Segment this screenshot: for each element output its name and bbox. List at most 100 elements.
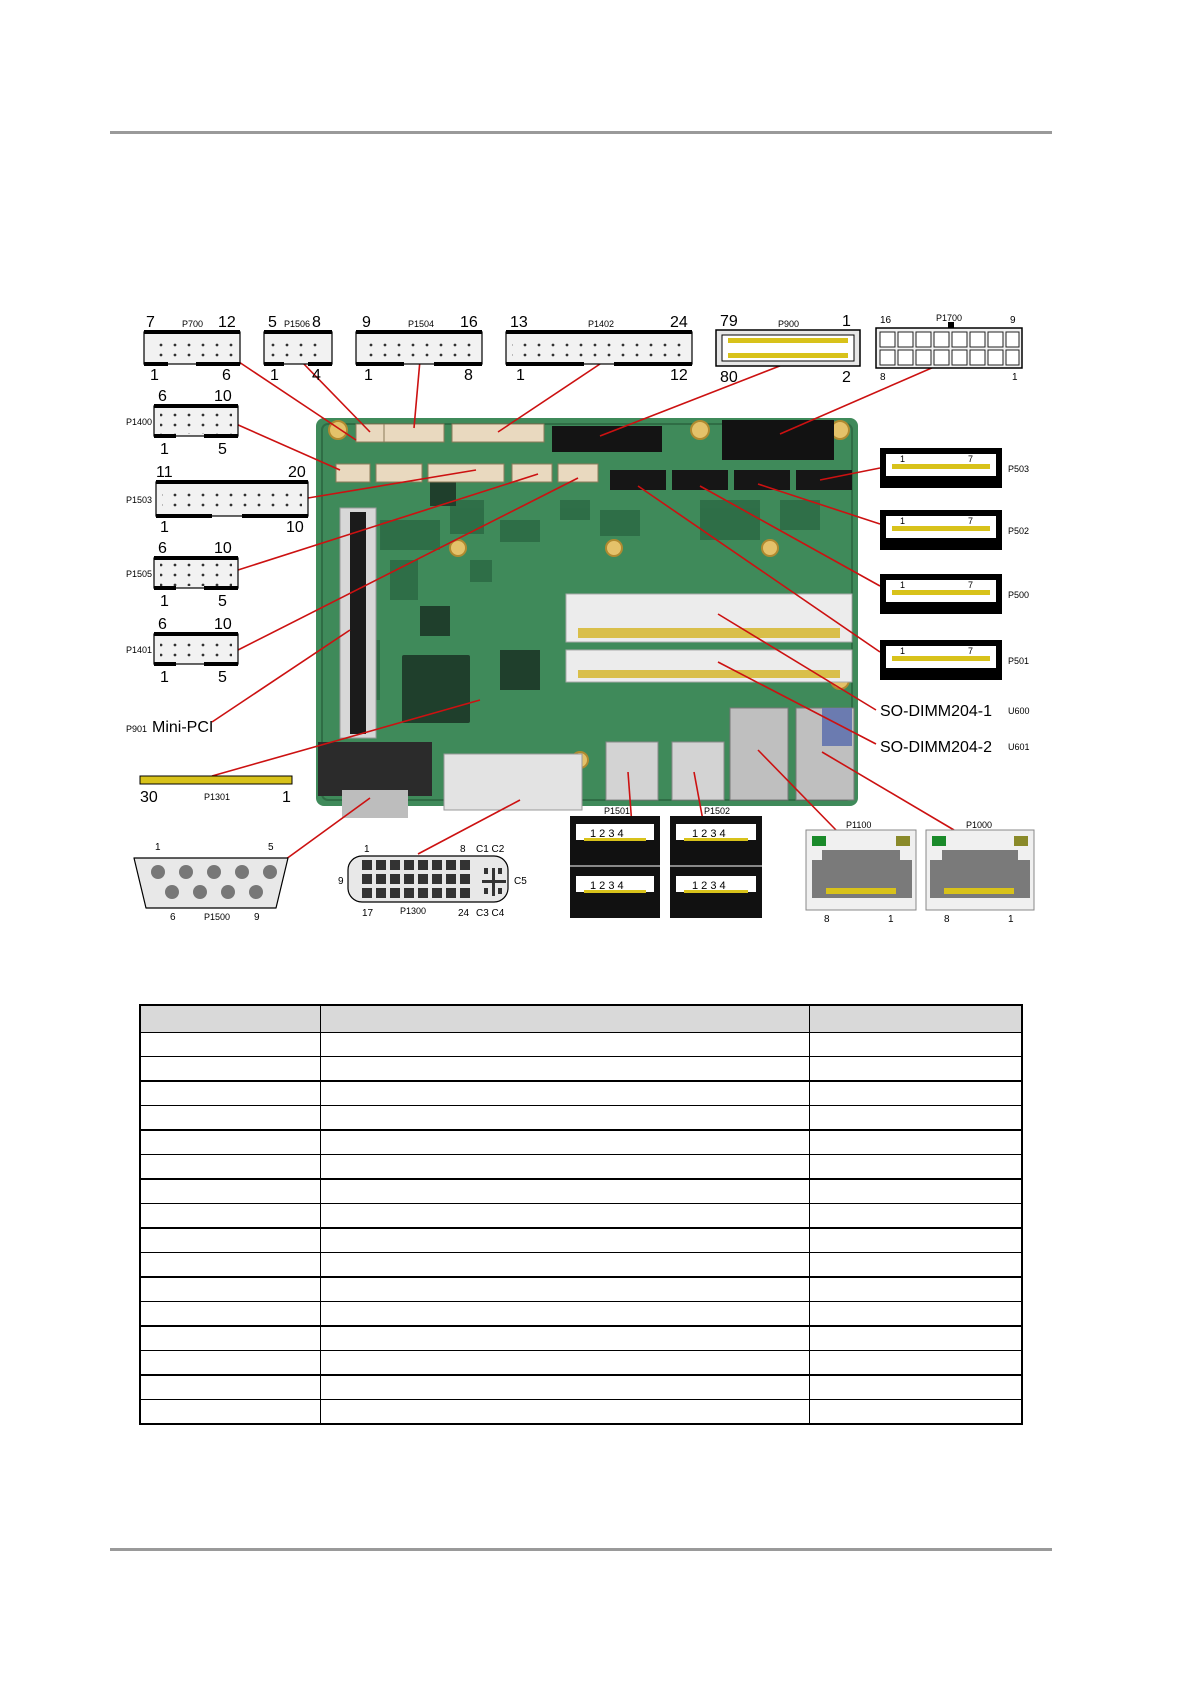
svg-text:Mini-PCI: Mini-PCI: [152, 719, 213, 736]
table-cell: [809, 1203, 1023, 1229]
table-cell: [809, 1227, 1023, 1253]
svg-text:10: 10: [214, 540, 232, 557]
svg-text:U600: U600: [1008, 706, 1030, 716]
svg-text:1: 1: [155, 842, 161, 853]
svg-text:5: 5: [218, 669, 227, 686]
svg-text:7: 7: [968, 516, 973, 526]
table-header-cell: [320, 1004, 810, 1033]
svg-text:U601: U601: [1008, 742, 1030, 752]
svg-text:1: 1: [160, 669, 169, 686]
svg-text:1: 1: [270, 367, 279, 384]
table-body: [139, 1032, 1023, 1425]
table-row: [139, 1154, 1023, 1180]
svg-text:7: 7: [968, 454, 973, 464]
table-row: [139, 1227, 1023, 1253]
svg-text:1: 1: [1008, 914, 1014, 925]
svg-text:8: 8: [464, 367, 473, 384]
svg-text:P503: P503: [1008, 464, 1029, 474]
svg-text:8: 8: [460, 844, 466, 855]
svg-text:1: 1: [160, 441, 169, 458]
svg-text:SO-DIMM204-2: SO-DIMM204-2: [880, 739, 992, 756]
table-row: [139, 1129, 1023, 1155]
table-cell: [320, 1154, 810, 1180]
sata-p503: 1 7 P503: [880, 448, 1029, 488]
table-cell: [139, 1374, 321, 1400]
usb-p1502: P1502 1 2 3 4 1 2 3 4: [670, 806, 762, 918]
svg-text:1: 1: [900, 580, 905, 590]
svg-text:P900: P900: [778, 319, 799, 329]
connector-p1301: 30 P1301 1: [139, 775, 293, 806]
table-cell: [320, 1301, 810, 1327]
callout-lines: [211, 359, 955, 863]
svg-text:9: 9: [338, 876, 344, 887]
table-cell: [139, 1227, 321, 1253]
table-cell: [139, 1301, 321, 1327]
svg-text:P1400: P1400: [126, 417, 152, 427]
svg-text:C1 C2: C1 C2: [476, 844, 505, 855]
table-row: [139, 1350, 1023, 1376]
table-row: [139, 1276, 1023, 1302]
sodimm-u601-label: SO-DIMM204-2 U601: [880, 739, 1030, 756]
table-cell: [139, 1350, 321, 1376]
table-cell: [139, 1203, 321, 1229]
svg-text:1 2 3 4: 1 2 3 4: [692, 828, 726, 840]
svg-text:P901: P901: [126, 724, 147, 734]
svg-text:7: 7: [968, 580, 973, 590]
svg-text:2: 2: [842, 369, 851, 386]
table-cell: [320, 1080, 810, 1106]
svg-text:P1502: P1502: [704, 806, 730, 816]
svg-text:P501: P501: [1008, 656, 1029, 666]
table-row: [139, 1080, 1023, 1106]
svg-text:13: 13: [510, 314, 528, 331]
svg-text:P1503: P1503: [126, 495, 152, 505]
svg-text:5: 5: [268, 842, 274, 853]
table-row: [139, 1399, 1023, 1425]
svg-text:10: 10: [286, 519, 304, 536]
svg-text:24: 24: [670, 314, 688, 331]
table-cell: [320, 1252, 810, 1278]
table-row: [139, 1374, 1023, 1400]
table-cell: [139, 1032, 321, 1057]
svg-text:79: 79: [720, 313, 738, 330]
header-p1504: 9 P1504 16 1 8: [355, 314, 483, 384]
table-header-row: [139, 1004, 1023, 1033]
table-cell: [809, 1350, 1023, 1376]
table-cell: [809, 1325, 1023, 1351]
table-row: [139, 1301, 1023, 1327]
pcb-board-photo: [316, 418, 858, 818]
table-row: [139, 1056, 1023, 1082]
table-cell: [139, 1178, 321, 1204]
svg-text:6: 6: [158, 616, 167, 633]
header-p1400: 6 10 P1400 1 5: [126, 388, 239, 458]
table-cell: [809, 1129, 1023, 1155]
svg-text:P1402: P1402: [588, 319, 614, 329]
minipci-label: P901 Mini-PCI: [126, 719, 213, 736]
board-layout-diagram: 7 P700 12 1 6 5 P1506 8 1 4 9 P1504 16 1…: [126, 313, 1035, 925]
sodimm-u600-label: SO-DIMM204-1 U600: [880, 703, 1030, 720]
svg-text:6: 6: [158, 540, 167, 557]
svg-text:9: 9: [1010, 315, 1016, 326]
svg-text:P1700: P1700: [936, 313, 962, 323]
svg-text:7: 7: [968, 646, 973, 656]
sata-p500: 1 7 P500: [880, 574, 1029, 614]
dvi-p1300: 1 8 C1 C2 9 C5 17 P1300 24 C3 C4: [338, 844, 527, 919]
svg-text:5: 5: [268, 314, 277, 331]
svg-text:P1500: P1500: [204, 912, 230, 922]
header-p1700: 16 P1700 9 8 1: [875, 313, 1023, 383]
svg-text:P1504: P1504: [408, 319, 434, 329]
svg-text:1: 1: [900, 516, 905, 526]
svg-text:5: 5: [218, 593, 227, 610]
svg-text:P1300: P1300: [400, 906, 426, 916]
svg-text:1: 1: [150, 367, 159, 384]
table-cell: [139, 1154, 321, 1180]
svg-text:P500: P500: [1008, 590, 1029, 600]
table-cell: [139, 1056, 321, 1082]
table-cell: [809, 1252, 1023, 1278]
usb-p1501: P1501 1 2 3 4 1 2 3 4: [570, 806, 660, 918]
connector-table: [139, 1004, 1023, 1425]
table-cell: [809, 1399, 1023, 1425]
table-cell: [320, 1227, 810, 1253]
table-cell: [320, 1374, 810, 1400]
vga-p1500: 1 5 6 P1500 9: [133, 842, 289, 923]
svg-text:16: 16: [460, 314, 478, 331]
